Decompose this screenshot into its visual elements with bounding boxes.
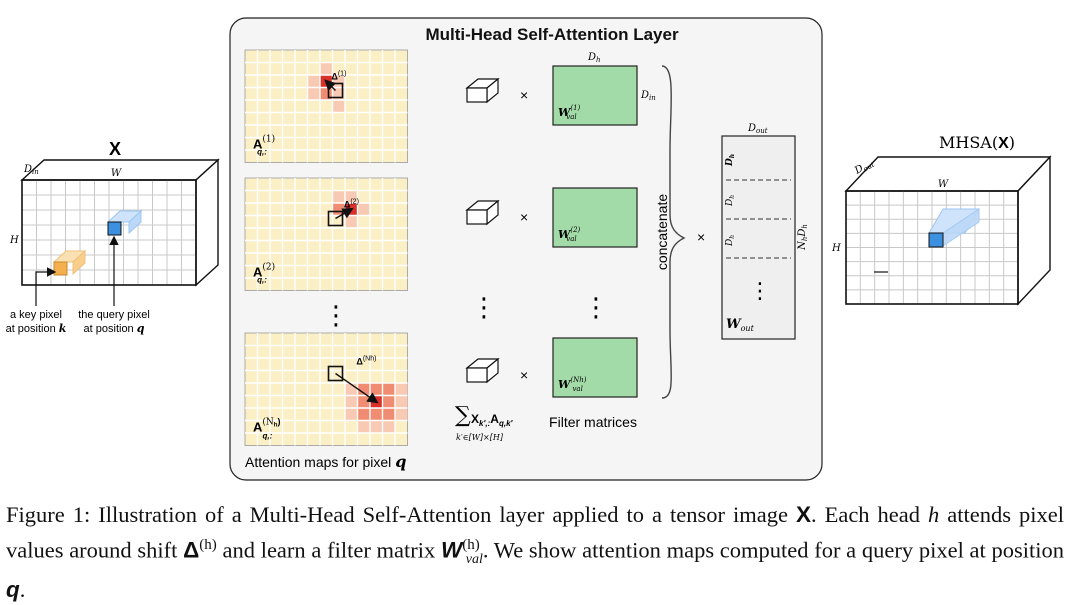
shift-arrow xyxy=(335,207,354,220)
shift-arrow xyxy=(324,79,337,92)
key-pixel xyxy=(53,261,68,276)
attention-map-2: Δ(2)A(2)q,: xyxy=(244,177,408,291)
value-vector-3 xyxy=(465,357,500,384)
heat-cell xyxy=(357,420,370,433)
svg-text:⋮: ⋮ xyxy=(749,278,771,303)
filter-vdots: ⋮ xyxy=(583,292,609,322)
sum-formula: ∑ Xk′,:Aq,k′ k′∈[W]×[H] xyxy=(455,403,514,442)
filters-caption: Filter matrices xyxy=(549,414,637,430)
heat-cell xyxy=(382,383,395,396)
filter-matrix-2: W(2)val xyxy=(552,187,638,248)
output-pixel xyxy=(928,232,944,248)
times-sign: × xyxy=(520,87,528,103)
heat-cell xyxy=(332,190,345,203)
concatenate-label: concatenate xyxy=(654,194,670,270)
output-title: MHSA(X) xyxy=(939,133,1015,152)
delta-label: Δ(2) xyxy=(344,198,359,209)
svg-text:at position k: at position k xyxy=(6,322,67,335)
times-concat: × xyxy=(697,229,705,245)
attention-maps: Δ(1)A(1)q,: Δ(2)A(2)q,: Δ(Nh)A(Nh)q,: xyxy=(244,49,408,446)
heat-cell xyxy=(395,395,408,408)
concatenate-brace xyxy=(661,65,686,399)
input-h-label: H xyxy=(9,235,19,246)
heat-cell xyxy=(395,383,408,396)
heat-cell xyxy=(307,87,320,100)
svg-text:Dh: Dh xyxy=(587,52,601,64)
heat-cell xyxy=(332,100,345,113)
input-tensor: X Din W H a key pixel at position k the … xyxy=(6,139,220,335)
heat-cell xyxy=(357,395,370,408)
svg-text:Dh: Dh xyxy=(725,154,736,167)
shift-arrow xyxy=(335,372,379,404)
heat-cell xyxy=(320,62,333,75)
times-sign: × xyxy=(520,209,528,225)
value-vectors: × × × xyxy=(465,77,528,384)
svg-text:NhDh: NhDh xyxy=(797,224,809,251)
svg-text:Dh: Dh xyxy=(725,195,736,207)
input-title: X xyxy=(109,139,121,159)
heat-cell xyxy=(370,408,383,421)
output-tensor: MHSA(X) Dout W H xyxy=(831,133,1052,306)
svg-text:Wout: Wout xyxy=(726,317,755,333)
attention-map-1: Δ(1)A(1)q,: xyxy=(244,49,408,163)
filter-matrix-3: W(Nh)val xyxy=(552,337,638,398)
value-vector-2 xyxy=(465,199,500,226)
filter-matrix-1: W(1)val xyxy=(552,65,638,126)
svg-text:Xk′,:Aq,k′: Xk′,:Aq,k′ xyxy=(471,412,514,428)
svg-text:Din: Din xyxy=(23,164,39,176)
map-caption: Attention maps for pixel q xyxy=(245,452,406,471)
heat-cell xyxy=(345,408,358,421)
svg-text:∑: ∑ xyxy=(455,403,471,428)
query-pixel xyxy=(107,221,122,236)
cuboid-vdots: ⋮ xyxy=(471,292,497,322)
svg-text:Dh: Dh xyxy=(725,235,736,247)
input-w-label: W xyxy=(111,168,122,179)
heat-cell xyxy=(382,408,395,421)
map-vdots: ⋮ xyxy=(323,300,349,330)
filter-label: W(1)val xyxy=(558,104,581,121)
delta-label: Δ(1) xyxy=(331,70,346,81)
heat-cell xyxy=(370,420,383,433)
w-out-matrix: Dout Dh Dh Dh ⋮ Wout NhDh xyxy=(721,123,809,340)
heat-cell xyxy=(382,420,395,433)
heat-cell xyxy=(307,75,320,88)
heat-cell xyxy=(345,215,358,228)
svg-text:Dout: Dout xyxy=(747,123,768,135)
times-sign: × xyxy=(520,367,528,383)
heat-cell xyxy=(345,190,358,203)
attention-map-3: Δ(Nh)A(Nh)q,: xyxy=(244,332,408,446)
query-box xyxy=(327,365,344,382)
svg-text:at position q: at position q xyxy=(84,322,145,335)
heat-cell xyxy=(370,383,383,396)
svg-text:Din: Din xyxy=(640,90,656,102)
filter-label: W(Nh)val xyxy=(558,376,587,393)
figure-caption: Figure 1: Illustration of a Multi-Head S… xyxy=(6,502,1064,602)
heat-cell xyxy=(345,395,358,408)
svg-text:k′∈[W]×[H]: k′∈[W]×[H] xyxy=(456,433,504,442)
output-w-label: W xyxy=(938,179,949,190)
query-box xyxy=(327,210,344,227)
filter-label: W(2)val xyxy=(558,226,581,243)
figure-diagram: Multi-Head Self-Attention Layer X Din W … xyxy=(6,17,1052,481)
output-h-label: H xyxy=(831,243,841,254)
delta-label: Δ(Nh) xyxy=(356,356,376,367)
value-vector-1 xyxy=(465,77,500,104)
heat-cell xyxy=(395,408,408,421)
heat-cell xyxy=(357,408,370,421)
heat-cell xyxy=(382,395,395,408)
key-caption: a key pixel xyxy=(10,309,62,321)
query-caption: the query pixel xyxy=(78,309,150,321)
layer-title: Multi-Head Self-Attention Layer xyxy=(425,25,679,44)
heat-cell xyxy=(357,203,370,216)
